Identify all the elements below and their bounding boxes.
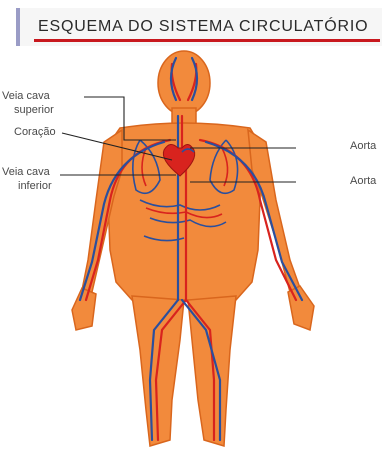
label-veia-cava-superior-line1: Veia cava xyxy=(2,90,50,102)
label-veia-cava-inferior-line2: inferior xyxy=(18,180,52,192)
label-aorta-upper: Aorta xyxy=(350,140,376,152)
label-veia-cava-superior-line2: superior xyxy=(14,104,54,116)
label-veia-cava-inferior-line1: Veia cava xyxy=(2,166,50,178)
label-aorta-lower: Aorta xyxy=(350,175,376,187)
label-coracao: Coração xyxy=(14,126,56,138)
